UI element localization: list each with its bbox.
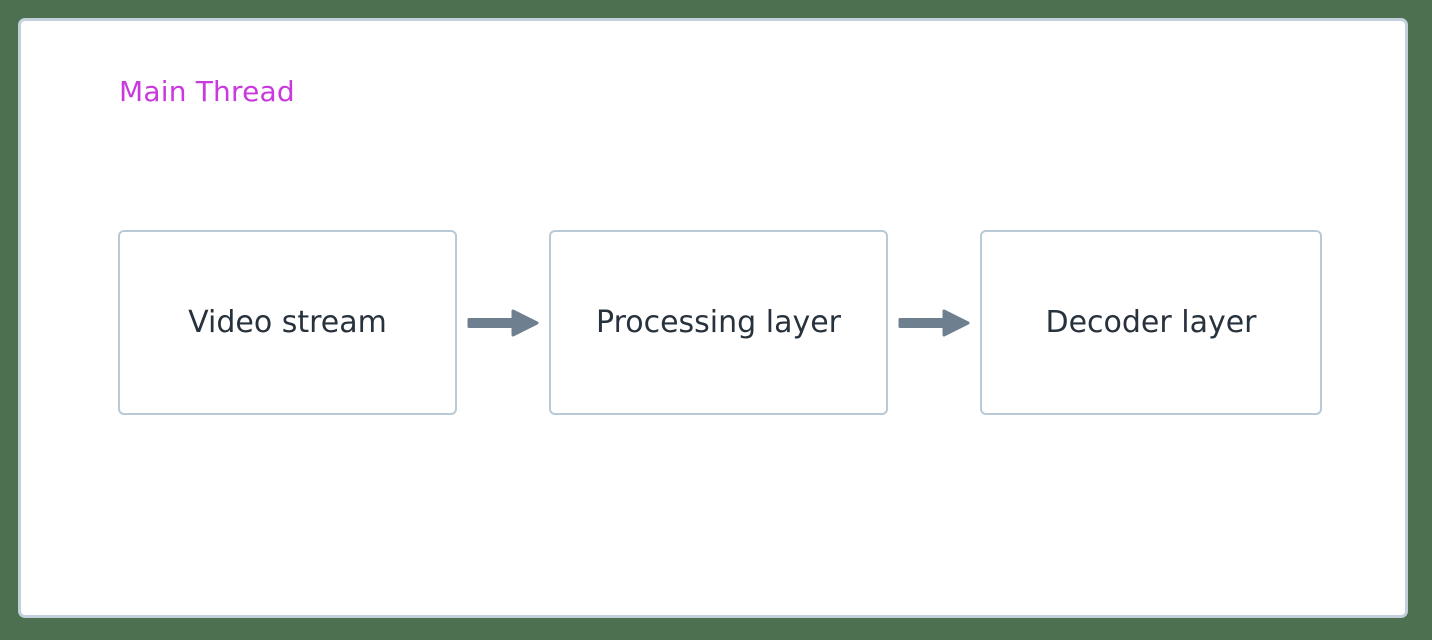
main-thread-panel: Main Thread Video stream Processing laye… bbox=[18, 18, 1408, 618]
node-video-stream-label: Video stream bbox=[188, 304, 387, 340]
cluster-label-main-thread: Main Thread bbox=[119, 75, 295, 108]
node-processing-layer-label: Processing layer bbox=[596, 304, 841, 340]
node-decoder-layer-label: Decoder layer bbox=[1045, 304, 1257, 340]
node-decoder-layer[interactable]: Decoder layer bbox=[980, 230, 1322, 415]
edge-processing-layer-to-decoder-layer bbox=[888, 303, 980, 343]
node-video-stream[interactable]: Video stream bbox=[118, 230, 457, 415]
flow-row: Video stream Processing layer Decoder la… bbox=[118, 230, 1322, 415]
arrow-right-icon bbox=[467, 309, 539, 336]
arrow-right-icon bbox=[898, 309, 970, 336]
node-processing-layer[interactable]: Processing layer bbox=[549, 230, 888, 415]
edge-video-stream-to-processing-layer bbox=[457, 303, 549, 343]
